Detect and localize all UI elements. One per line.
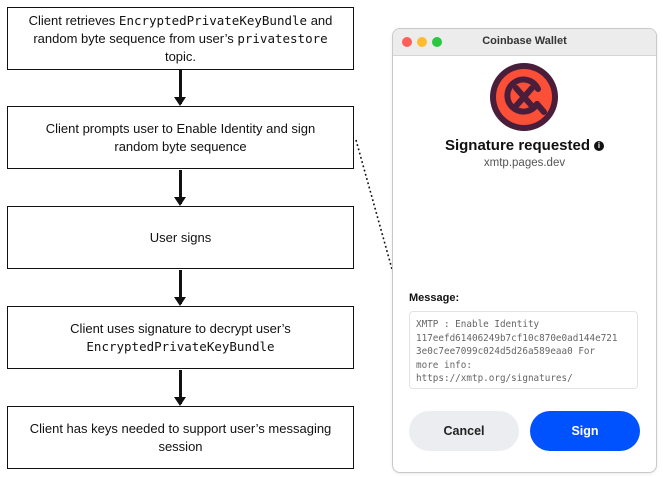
flow-arrow: [174, 370, 186, 406]
window-title: Coinbase Wallet: [482, 35, 567, 47]
step-user-signs: User signs: [7, 206, 354, 269]
info-icon[interactable]: i: [594, 141, 605, 151]
flow-arrow: [174, 270, 186, 306]
close-window-icon[interactable]: [402, 37, 412, 47]
step-text-part: topic.: [164, 48, 197, 64]
message-box: XMTP : Enable Identity 117eefd61406249b7…: [409, 311, 638, 389]
message-label: Message:: [409, 292, 460, 304]
cancel-button[interactable]: Cancel: [409, 411, 519, 451]
minimize-window-icon[interactable]: [417, 37, 427, 47]
step-decrypt-bundle: Client uses signature to decrypt user’s …: [7, 306, 354, 369]
heading-text: Signature requested: [444, 137, 591, 154]
step-retrieve-bundle: Client retrieves EncryptedPrivateKeyBund…: [7, 7, 354, 70]
step-has-keys: Client has keys needed to support user’s…: [7, 406, 354, 469]
flow-arrow: [174, 170, 186, 206]
code-privatestore: privatestore: [237, 30, 328, 46]
sign-button[interactable]: Sign: [530, 411, 640, 451]
step-text: User signs: [149, 229, 212, 245]
step-prompt-user: Client prompts user to Enable Identity a…: [7, 106, 354, 169]
code-encrypted-private-key-bundle: EncryptedPrivateKeyBundle: [86, 338, 275, 354]
step-text-part: and random byte sequence from user’s: [33, 12, 333, 46]
xmtp-logo-icon: [490, 63, 558, 131]
step-text: Client retrieves EncryptedPrivateKeyBund…: [22, 12, 339, 66]
flow-arrow: [174, 70, 186, 106]
step-text: Client has keys needed to support user’s…: [29, 420, 332, 454]
step-text-part: Client uses signature to decrypt user’s: [70, 320, 291, 336]
step-text: Client uses signature to decrypt user’s …: [70, 320, 291, 356]
step-text-part: Client retrieves: [28, 12, 119, 28]
window-titlebar: Coinbase Wallet: [393, 29, 656, 56]
request-origin: xmtp.pages.dev: [483, 157, 566, 169]
maximize-window-icon[interactable]: [432, 37, 442, 47]
code-encrypted-private-key-bundle: EncryptedPrivateKeyBundle: [118, 12, 308, 28]
step-text: Client prompts user to Enable Identity a…: [45, 120, 316, 154]
